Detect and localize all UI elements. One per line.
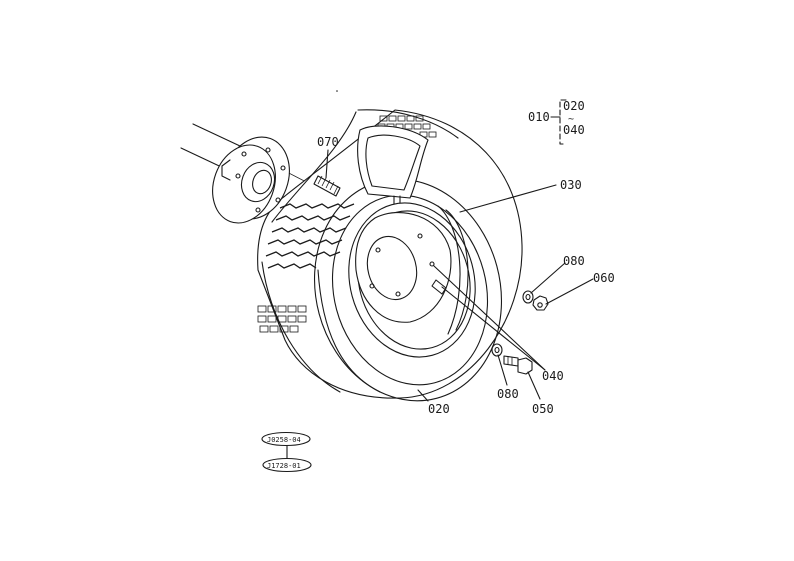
part-label-030: 030 — [560, 178, 582, 192]
reference-code-2: J1728-01 — [267, 462, 301, 470]
part-labels: 010 020 ~ 040 070 030 080 060 040 080 05… — [317, 99, 615, 416]
tire-tread-lower — [257, 305, 307, 333]
part-label-010: 010 — [528, 110, 550, 124]
leader-lines — [325, 116, 594, 402]
reference-codes: J0258-04 J1728-01 — [261, 431, 312, 473]
reference-oval-2 — [262, 457, 312, 473]
part-label-080-a: 080 — [563, 254, 585, 268]
wheel-rim — [348, 202, 476, 358]
part-label-040-top: 040 — [563, 123, 585, 137]
range-separator: ~ — [568, 114, 574, 125]
washer-080-upper — [522, 290, 534, 304]
nut-060 — [532, 295, 549, 311]
part-label-020-top: 020 — [563, 99, 585, 113]
assembly-bracket — [559, 99, 567, 145]
part-label-020: 020 — [428, 402, 450, 416]
bolt-050 — [503, 355, 533, 375]
part-label-080-b: 080 — [497, 387, 519, 401]
stud-bolt — [313, 175, 341, 197]
part-label-060: 060 — [593, 271, 615, 285]
part-label-040: 040 — [542, 369, 564, 383]
part-label-070: 070 — [317, 135, 339, 149]
part-label-050: 050 — [532, 402, 554, 416]
stray-dot — [336, 90, 338, 92]
reference-oval-1 — [261, 431, 311, 447]
hub-flange — [212, 136, 290, 224]
washer-080-lower — [491, 343, 503, 357]
tire-tread-front — [265, 203, 355, 269]
reference-code-1: J0258-04 — [267, 436, 301, 444]
